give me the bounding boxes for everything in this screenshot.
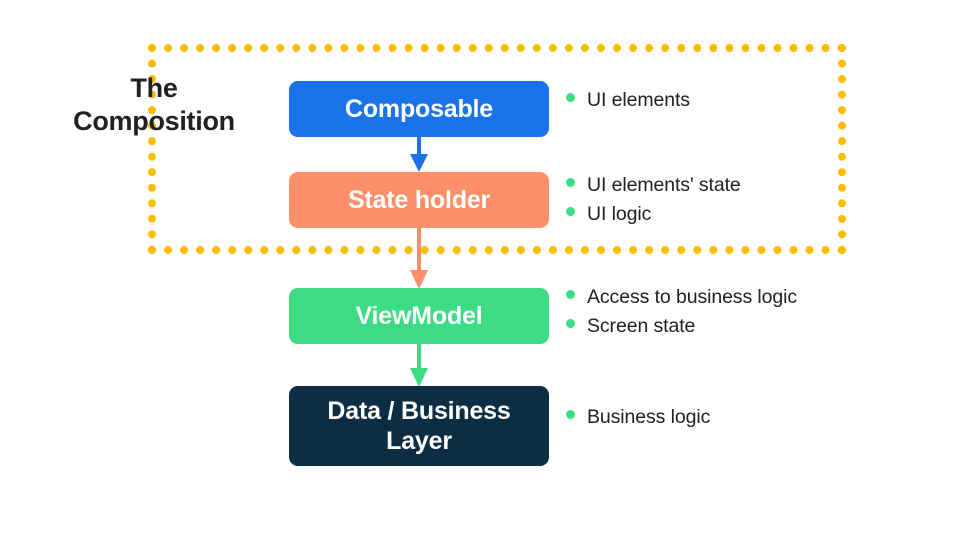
node-data-business-layer-label: Data / Business Layer [327, 396, 510, 456]
bullet-dot-icon [566, 290, 575, 299]
annotation-label: Business logic [587, 406, 711, 428]
composition-frame [148, 44, 846, 254]
composition-title-line-1: The [130, 73, 178, 103]
node-data-business-layer[interactable]: Data / Business Layer [289, 386, 549, 466]
bullet-dot-icon [566, 319, 575, 328]
arrow-composable-to-state-holder [410, 137, 428, 173]
annotations-data-layer: Business logic [566, 404, 710, 433]
node-data-business-layer-label-line-1: Data / Business [327, 397, 511, 425]
arrow-head [410, 368, 428, 387]
annotation-item: UI elements' state [566, 172, 741, 198]
annotation-label: UI logic [587, 203, 652, 225]
bullet-dot-icon [566, 93, 575, 102]
annotation-item: Business logic [566, 404, 710, 430]
annotations-state-holder: UI elements' state UI logic [566, 172, 741, 230]
bullet-dot-icon [566, 207, 575, 216]
node-state-holder[interactable]: State holder [289, 172, 549, 228]
bullet-dot-icon [566, 178, 575, 187]
annotation-item: UI logic [566, 201, 741, 227]
arrow-state-holder-to-viewmodel [410, 228, 428, 289]
annotations-viewmodel: Access to business logic Screen state [566, 284, 797, 342]
annotation-label: UI elements' state [587, 174, 741, 196]
arrow-stem [417, 344, 421, 369]
node-viewmodel-label: ViewModel [355, 302, 483, 330]
annotation-item: Screen state [566, 313, 797, 339]
composition-title: The Composition [40, 72, 268, 138]
node-data-business-layer-label-line-2: Layer [386, 427, 452, 455]
annotation-label: UI elements [587, 89, 690, 111]
arrow-stem [417, 228, 421, 271]
node-composable-label: Composable [344, 95, 494, 123]
arrow-stem [417, 137, 421, 155]
node-composable[interactable]: Composable [289, 81, 549, 137]
node-viewmodel[interactable]: ViewModel [289, 288, 549, 344]
arrow-viewmodel-to-data-layer [410, 344, 428, 387]
annotation-item: Access to business logic [566, 284, 797, 310]
bullet-dot-icon [566, 410, 575, 419]
composition-title-line-2: Composition [73, 105, 235, 136]
node-state-holder-label: State holder [347, 186, 491, 214]
arrow-head [410, 154, 428, 172]
annotation-label: Screen state [587, 315, 696, 337]
annotation-item: UI elements [566, 87, 690, 113]
arrow-head [410, 270, 428, 289]
annotations-composable: UI elements [566, 87, 690, 116]
annotation-label: Access to business logic [587, 286, 798, 308]
